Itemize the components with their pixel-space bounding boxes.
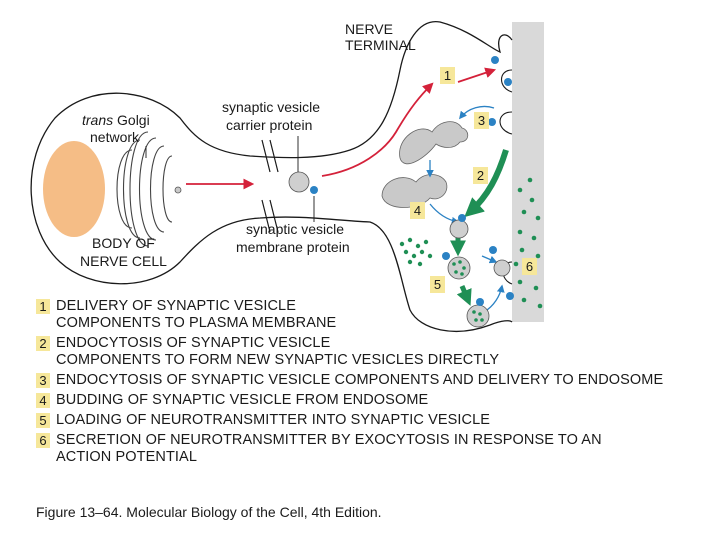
figure-caption: Figure 13–64. Molecular Biology of the C… [36,504,382,520]
loaded-vesicle [447,256,471,280]
legend-item: 4 BUDDING OF SYNAPTIC VESICLE FROM ENDOS… [36,392,716,409]
svg-text:6: 6 [526,259,533,274]
svg-text:1: 1 [444,68,451,83]
step-marker-4: 4 [410,202,425,219]
direct-recycling-arrow [464,149,509,218]
step-marker-2: 2 [473,167,488,184]
membrane-protein-label: synaptic vesicle [246,221,344,237]
legend-line: LOADING OF NEUROTRANSMITTER INTO SYNAPTI… [56,412,491,428]
step-legend: 1 DELIVERY OF SYNAPTIC VESICLE COMPONENT… [36,298,716,469]
legend-text: BUDDING OF SYNAPTIC VESICLE FROM ENDOSOM… [56,392,428,409]
legend-line: BUDDING OF SYNAPTIC VESICLE FROM ENDOSOM… [56,392,429,408]
neuron-outline [30,21,513,332]
legend-line: DELIVERY OF SYNAPTIC VESICLE [56,298,296,314]
membrane-protein-dot [310,186,318,194]
membrane-protein-label-2: membrane protein [236,239,350,255]
carrier-vesicle [288,171,310,193]
legend-text: DELIVERY OF SYNAPTIC VESICLE COMPONENTS … [56,298,336,332]
delivery-arrow-membrane [457,67,497,83]
step-marker-3: 3 [474,112,489,129]
legend-item: 6 SECRETION OF NEUROTRANSMITTER BY EXOCY… [36,432,716,466]
cell-body-label-2: NERVE CELL [80,253,167,269]
step-marker-5: 5 [430,276,445,293]
svg-text:2: 2 [477,168,484,183]
released-neurotransmitter [513,177,543,309]
golgi-label: trans Golgi [82,112,150,128]
legend-line: ENDOCYTOSIS OF SYNAPTIC VESICLE COMPONEN… [56,372,664,388]
legend-text: SECRETION OF NEUROTRANSMITTER BY EXOCYTO… [56,432,602,466]
nerve-terminal-label: NERVE [345,21,393,37]
legend-text: LOADING OF NEUROTRANSMITTER INTO SYNAPTI… [56,412,490,429]
golgi-label-2: network [90,129,140,145]
legend-number: 6 [36,433,50,448]
legend-item: 1 DELIVERY OF SYNAPTIC VESICLE COMPONENT… [36,298,716,332]
exocytosis-arrow [481,255,498,264]
legend-line: ENDOCYTOSIS OF SYNAPTIC VESICLE [56,335,331,351]
axon-break-mark [261,139,279,173]
endosome-upper [399,121,469,165]
carrier-protein-label: synaptic vesicle [222,99,320,115]
legend-line: SECRETION OF NEUROTRANSMITTER BY EXOCYTO… [56,432,602,448]
legend-text: ENDOCYTOSIS OF SYNAPTIC VESICLE COMPONEN… [56,335,499,369]
budding-arrow [429,203,460,225]
legend-number: 1 [36,299,50,314]
legend-line: ACTION POTENTIAL [56,449,197,465]
delivery-arrow-terminal [321,82,434,177]
endocytosis-arrow [459,105,495,120]
loading-arrow-2 [456,285,472,306]
carrier-protein-label-2: carrier protein [226,117,312,133]
legend-line: COMPONENTS TO PLASMA MEMBRANE [56,315,337,331]
step-marker-6: 6 [522,258,537,275]
svg-text:4: 4 [414,203,421,218]
terminal-membrane-bumps [499,69,513,285]
legend-item: 3 ENDOCYTOSIS OF SYNAPTIC VESICLE COMPON… [36,372,716,389]
svg-text:5: 5 [434,277,441,292]
step-marker-1: 1 [440,67,455,84]
golgi-vesicle [174,186,182,194]
legend-number: 4 [36,393,50,408]
legend-text: ENDOCYTOSIS OF SYNAPTIC VESICLE COMPONEN… [56,372,663,389]
synaptic-vesicle [449,219,469,239]
svg-text:3: 3 [478,113,485,128]
legend-line: COMPONENTS TO FORM NEW SYNAPTIC VESICLES… [56,352,500,368]
legend-item: 2 ENDOCYTOSIS OF SYNAPTIC VESICLE COMPON… [36,335,716,369]
axon-break-mark-lower [261,199,279,233]
legend-number: 5 [36,413,50,428]
nerve-terminal-label-2: TERMINAL [345,37,416,53]
legend-number: 2 [36,336,50,351]
legend-number: 3 [36,373,50,388]
neurotransmitter-cluster [399,237,484,322]
golgi-stack [116,131,173,247]
membrane-proteins [442,56,514,306]
legend-item: 5 LOADING OF NEUROTRANSMITTER INTO SYNAP… [36,412,716,429]
nucleus [43,141,105,237]
cell-body-label: BODY OF [92,235,155,251]
postsynaptic-cell [512,22,544,322]
docked-vesicle [493,259,511,277]
